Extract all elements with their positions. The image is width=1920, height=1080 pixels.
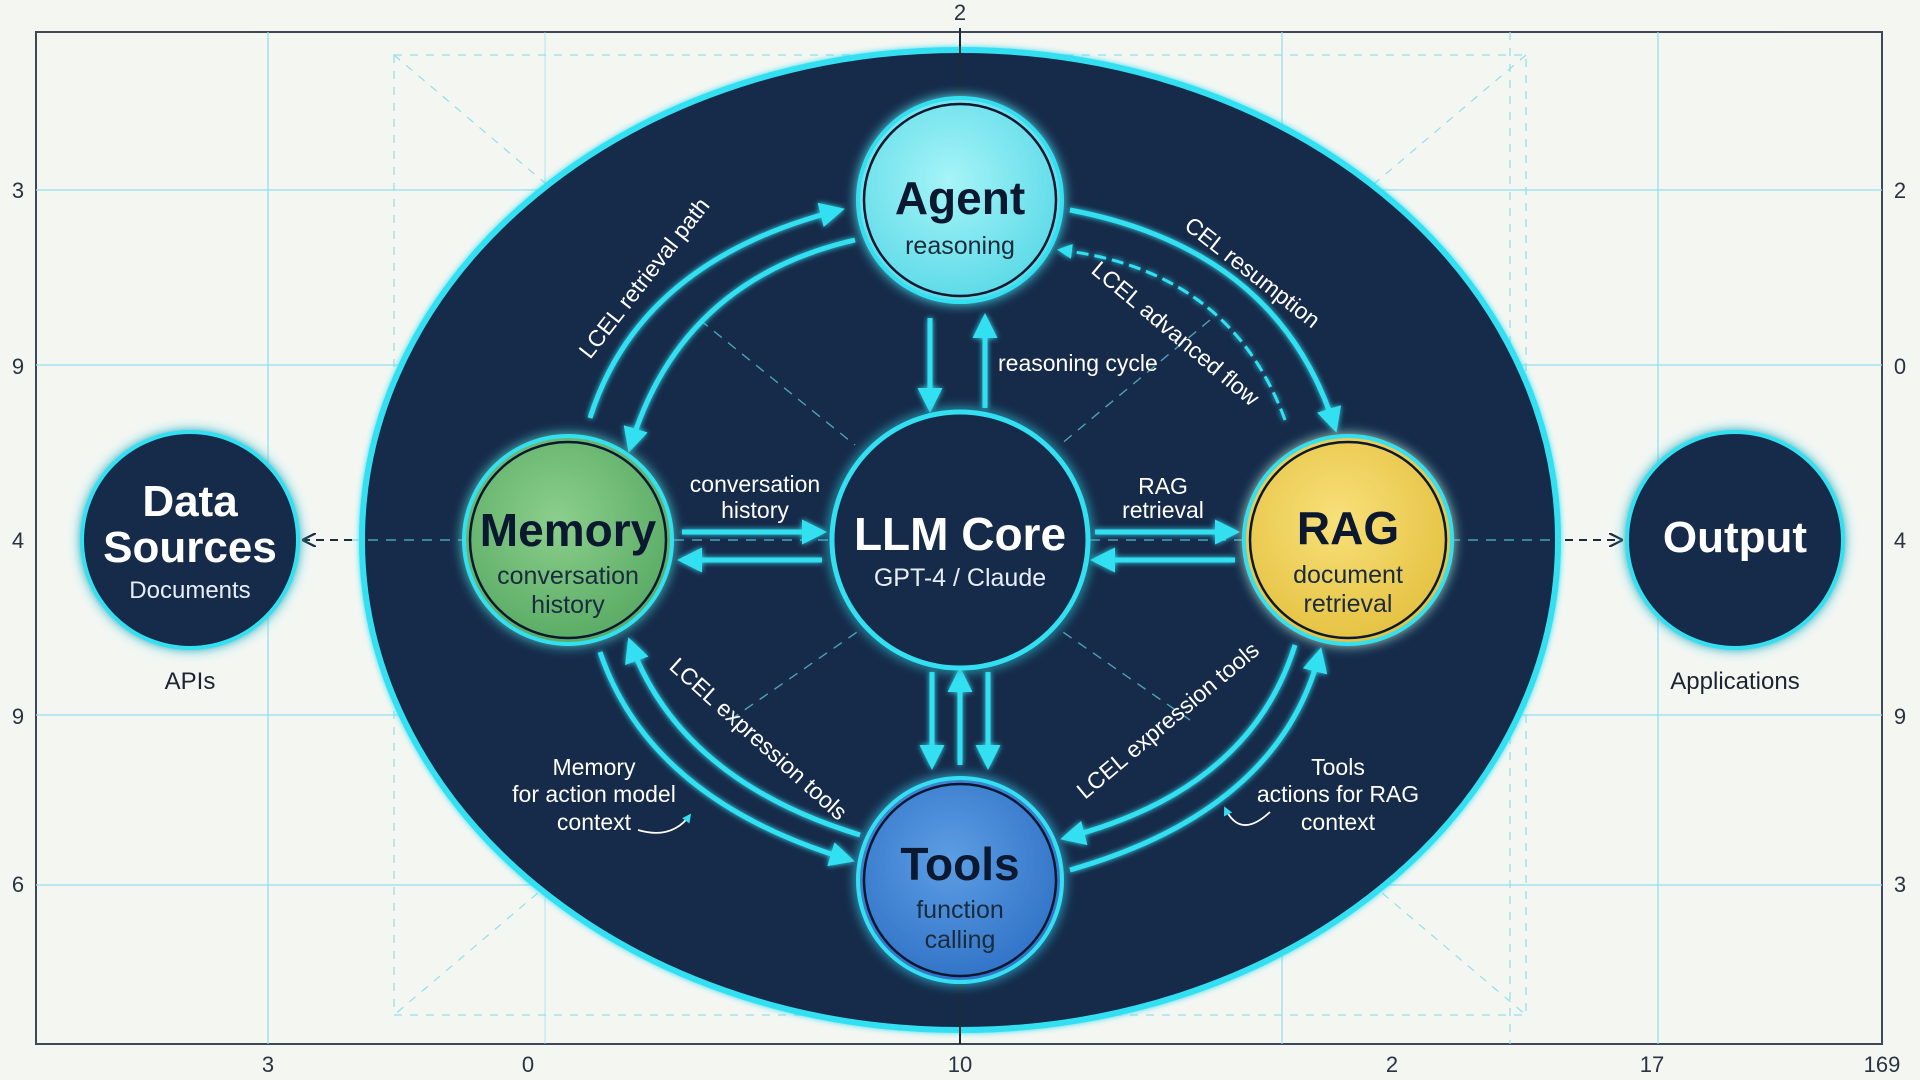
node-rag[interactable]: RAG document retrieval — [1242, 434, 1454, 646]
rag-title: RAG — [1297, 502, 1399, 554]
tick-bottom-6: 169 — [1864, 1052, 1901, 1077]
node-memory[interactable]: Memory conversation history — [462, 434, 674, 646]
tick-bottom-4: 2 — [1386, 1052, 1398, 1077]
frame-ticks: 2 3 9 4 9 6 2 0 4 9 3 3 0 10 2 17 169 — [12, 0, 1906, 1077]
agent-subtitle: reasoning — [905, 232, 1015, 260]
arc-memory-tools-outer — [597, 651, 855, 867]
arc-agent-rag-outer — [1069, 207, 1342, 433]
rag-subtitle-2: retrieval — [1304, 590, 1393, 618]
label-memory-llm-2: history — [721, 497, 789, 523]
tick-bottom-2: 0 — [522, 1052, 534, 1077]
memory-note-curl — [637, 813, 692, 834]
label-memory-note-2: for action model — [512, 781, 676, 807]
tick-bottom-3: 10 — [948, 1052, 972, 1077]
label-memory-note-1: Memory — [552, 754, 636, 780]
output-title: Output — [1663, 513, 1808, 562]
llm-core-title: LLM Core — [854, 508, 1066, 560]
tick-left-2: 9 — [12, 354, 24, 379]
flow-arcs — [587, 202, 1342, 873]
tools-title: Tools — [900, 838, 1019, 890]
data-sources-title-1: Data — [142, 477, 238, 526]
data-sources-below-label: APIs — [165, 668, 216, 695]
rag-subtitle-1: document — [1293, 561, 1403, 589]
label-memory-llm-1: conversation — [690, 471, 820, 497]
label-reasoning-cycle: reasoning cycle — [998, 350, 1158, 376]
tick-left-3: 4 — [12, 528, 24, 553]
tools-subtitle-1: function — [916, 896, 1004, 924]
node-output[interactable]: Output — [1625, 430, 1845, 650]
arc-rag-tools-inner — [1060, 644, 1298, 846]
label-tools-note-1: Tools — [1311, 754, 1365, 780]
tick-bottom-5: 17 — [1640, 1052, 1664, 1077]
external-connectors — [305, 28, 1620, 1044]
node-tools[interactable]: Tools function calling — [856, 776, 1064, 984]
node-data-sources[interactable]: Data Sources Documents — [80, 430, 300, 650]
tick-top: 2 — [954, 0, 966, 25]
memory-subtitle-1: conversation — [497, 562, 639, 590]
arc-memory-agent-outer — [587, 202, 845, 419]
tools-note-curl — [1223, 806, 1271, 826]
tick-bottom-1: 3 — [262, 1052, 274, 1077]
label-tools-note-3: context — [1301, 809, 1376, 835]
memory-title: Memory — [480, 504, 657, 556]
tick-right-5: 3 — [1894, 872, 1906, 897]
memory-subtitle-2: history — [531, 591, 605, 619]
tick-right-1: 2 — [1894, 178, 1906, 203]
tools-subtitle-2: calling — [925, 926, 996, 954]
tick-left-1: 3 — [12, 178, 24, 203]
node-agent[interactable]: Agent reasoning — [856, 96, 1064, 304]
data-sources-subtitle: Documents — [129, 577, 250, 604]
tick-left-5: 6 — [12, 872, 24, 897]
data-sources-title-2: Sources — [103, 523, 277, 572]
label-memory-note-3: context — [557, 809, 632, 835]
arc-tools-rag-outer — [1069, 647, 1328, 873]
label-tools-note-2: actions for RAG — [1257, 781, 1419, 807]
arc-tools-memory-inner — [625, 637, 861, 838]
tick-right-3: 4 — [1894, 528, 1906, 553]
arc-agent-memory-inner — [623, 237, 856, 453]
node-llm-core[interactable]: LLM Core GPT-4 / Claude — [829, 409, 1091, 671]
agent-title: Agent — [895, 172, 1025, 224]
tick-right-4: 9 — [1894, 704, 1906, 729]
llm-core-subtitle: GPT-4 / Claude — [874, 564, 1046, 592]
label-rag-llm-1: RAG — [1138, 473, 1188, 499]
arc-rag-agent-inner — [1057, 243, 1287, 421]
tick-left-4: 9 — [12, 704, 24, 729]
core-connectors — [677, 313, 1240, 770]
output-below-label: Applications — [1670, 668, 1799, 695]
label-rag-llm-2: retrieval — [1122, 497, 1204, 523]
tick-right-2: 0 — [1894, 354, 1906, 379]
